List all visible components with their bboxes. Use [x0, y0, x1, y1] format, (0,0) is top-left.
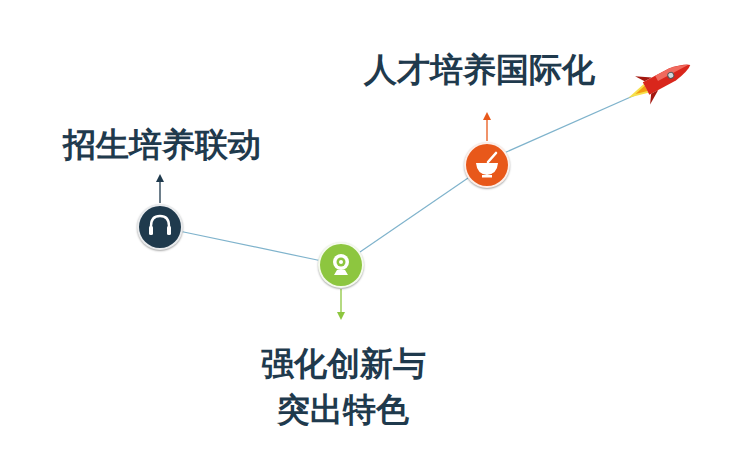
leader-arrow [337, 289, 345, 320]
leader-arrow [156, 174, 164, 203]
trail-connector [183, 232, 319, 261]
milestone-label: 招生培养联动 [63, 122, 261, 168]
trail-connector [360, 178, 468, 252]
milestone-circle: 招生培养联动 [137, 204, 183, 250]
leader-arrow [483, 112, 491, 141]
milestone-label: 人才培养国际化 [364, 47, 595, 93]
milestone-circle: 人才培养国际化 [464, 142, 510, 188]
milestone-label: 强化创新与 突出特色 [254, 341, 432, 433]
trail-line [504, 92, 642, 153]
milestone-circle: 强化创新与 突出特色 [318, 242, 364, 288]
rocket-illustration [621, 51, 698, 112]
